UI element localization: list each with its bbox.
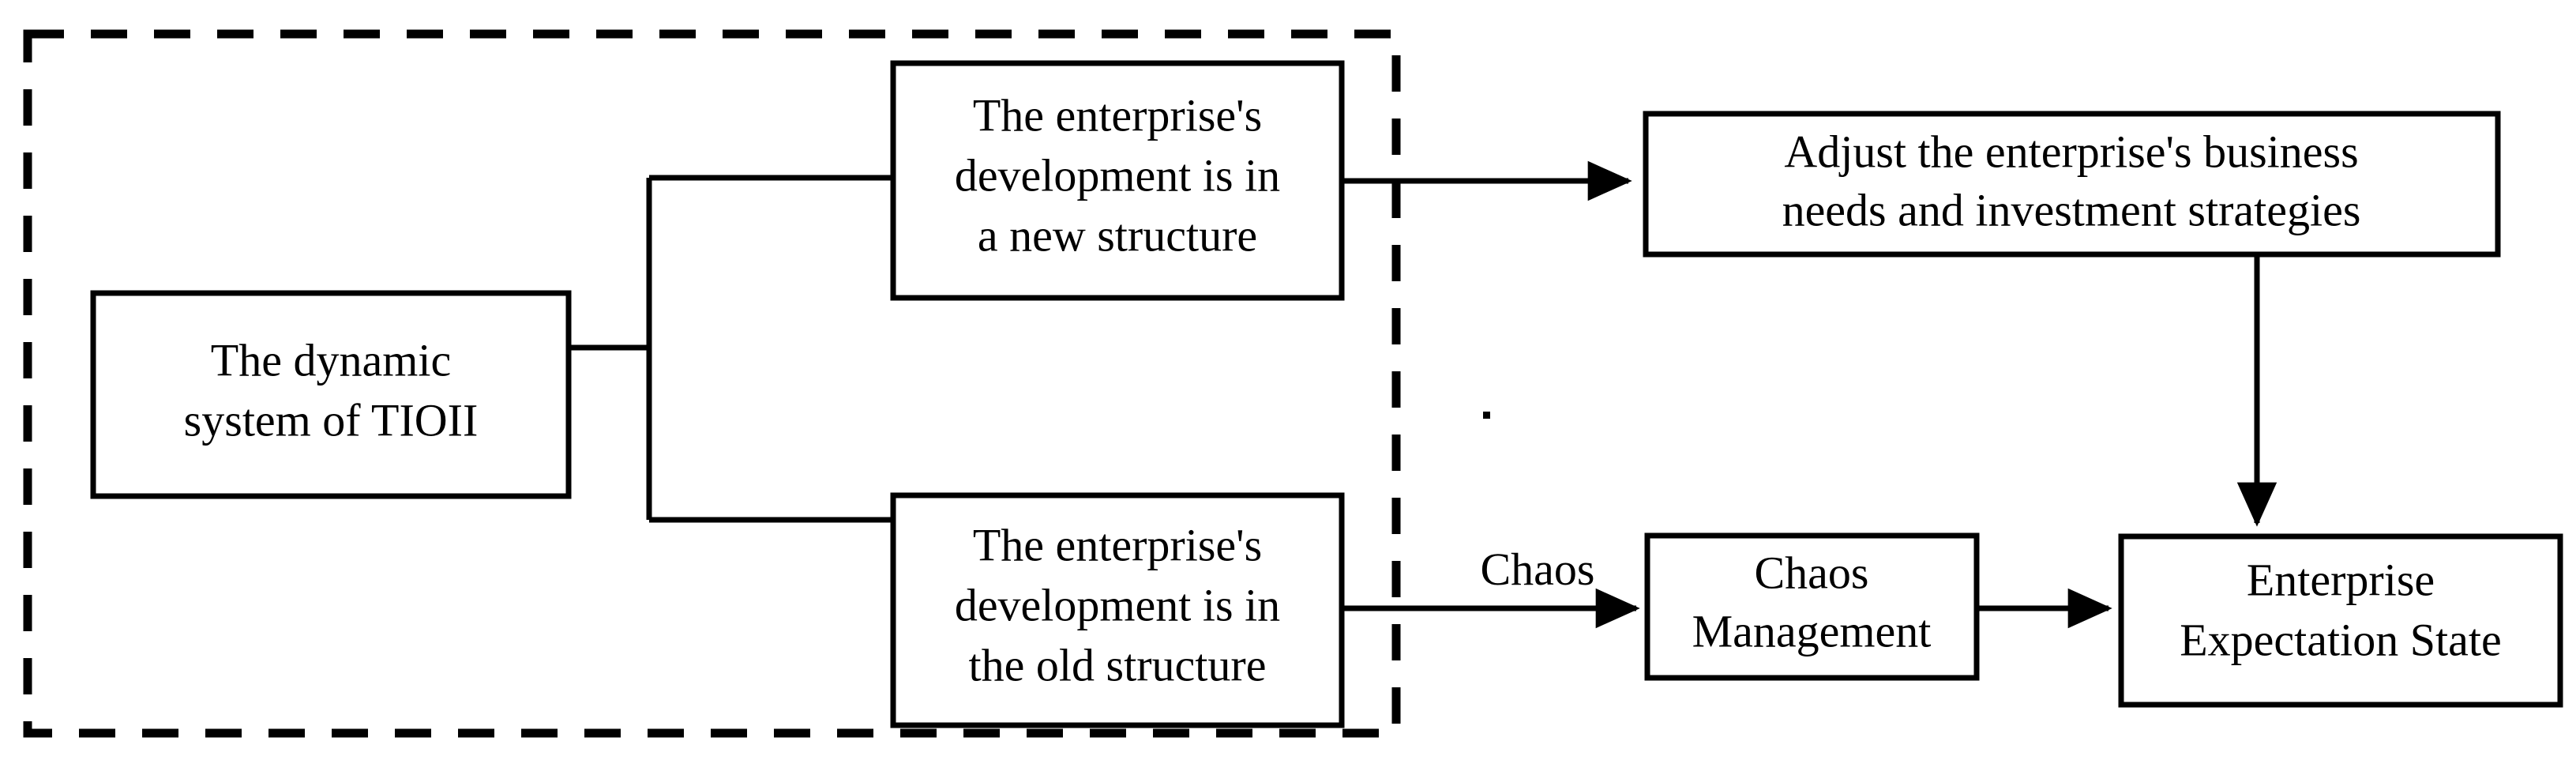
node-tioii-box[interactable]	[90, 290, 572, 499]
node-adjust-strategies[interactable]: Adjust the enterprise's business needs a…	[1643, 111, 2501, 258]
node-adjust-strategies-line1: Adjust the enterprise's business	[1784, 126, 2358, 177]
node-chaos-management-line2: Management	[1692, 605, 1932, 656]
node-chaos-management[interactable]: Chaos Management	[1644, 532, 1980, 681]
node-new-structure-line3: a new structure	[978, 209, 1257, 261]
node-enterprise-expectation-state[interactable]: Enterprise Expectation State	[2118, 533, 2563, 708]
node-new-structure-line1: The enterprise's	[973, 89, 1262, 141]
node-chaos-management-box[interactable]	[1644, 532, 1980, 681]
node-new-structure-box[interactable]	[890, 60, 1345, 301]
node-tioii[interactable]: The dynamic system of TIOII	[90, 290, 572, 499]
node-enterprise-expectation-state-box[interactable]	[2118, 533, 2563, 708]
stray-dot-artifact	[1483, 412, 1490, 419]
node-enterprise-expectation-state-line2: Expectation State	[2180, 614, 2501, 665]
node-old-structure-box[interactable]	[890, 492, 1345, 728]
node-adjust-strategies-line2: needs and investment strategies	[1782, 184, 2361, 235]
node-tioii-line2: system of TIOII	[184, 394, 479, 446]
node-chaos-management-line1: Chaos	[1755, 547, 1869, 598]
node-old-structure-line3: the old structure	[969, 639, 1267, 690]
node-old-structure-line2: development is in	[955, 579, 1280, 630]
node-tioii-line1: The dynamic	[211, 334, 451, 386]
node-enterprise-expectation-state-line1: Enterprise	[2247, 554, 2435, 605]
dashed-group-boundary	[23, 29, 1401, 738]
node-old-structure-line1: The enterprise's	[973, 519, 1262, 570]
node-adjust-strategies-box[interactable]	[1643, 111, 2501, 258]
edge-label-chaos: Chaos	[1481, 544, 1595, 595]
node-new-structure[interactable]: The enterprise's development is in a new…	[890, 60, 1345, 301]
node-old-structure[interactable]: The enterprise's development is in the o…	[890, 492, 1345, 728]
node-new-structure-line2: development is in	[955, 149, 1280, 201]
